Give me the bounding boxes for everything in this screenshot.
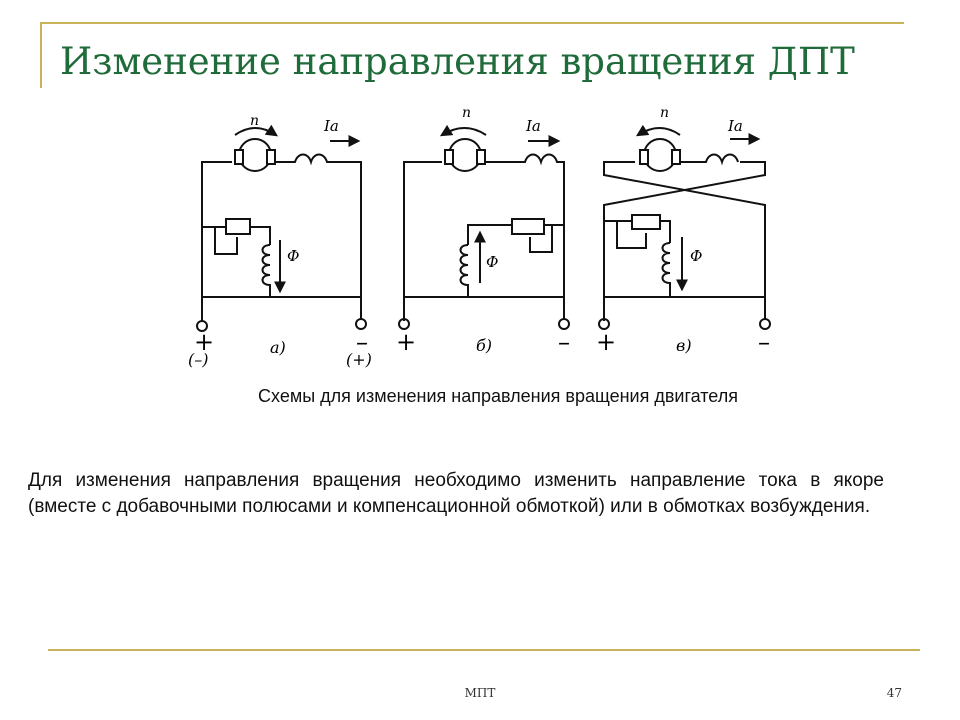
scheme-a-right-alt: (+): [346, 350, 372, 369]
scheme-b-flux-symbol: Ф: [486, 253, 498, 271]
scheme-a-speed-symbol: n: [250, 113, 259, 129]
scheme-c-flux-symbol: Ф: [690, 247, 702, 265]
scheme-c-label: в): [676, 336, 692, 355]
scheme-a-left-alt: (–): [188, 350, 208, 369]
scheme-b: [398, 124, 570, 330]
scheme-c-left-terminal: +: [596, 328, 616, 356]
scheme-b-label: б): [476, 336, 492, 355]
scheme-a-current-symbol: Iа: [323, 117, 339, 135]
scheme-a: [196, 124, 367, 332]
circuit-diagram: n Iа Ф а) + (–) – (+) n Iа Ф б) + – n Iа…: [188, 105, 771, 369]
scheme-a-left-terminal: +: [194, 328, 214, 356]
body-paragraph: Для изменения направления вращения необх…: [28, 470, 884, 517]
slide-title: Изменение направления вращения ДПТ: [60, 40, 855, 83]
scheme-c-current-symbol: Iа: [727, 117, 743, 135]
frame-top-line: [40, 22, 904, 24]
scheme-b-right-terminal: –: [558, 328, 570, 356]
frame-bottom-line: [48, 649, 920, 651]
scheme-a-label: а): [270, 338, 286, 357]
diagram-caption: Схемы для изменения направления вращения…: [258, 386, 738, 406]
scheme-a-right-terminal: –: [356, 328, 368, 356]
scheme-b-left-terminal: +: [396, 328, 416, 356]
scheme-b-speed-symbol: n: [462, 105, 471, 121]
scheme-c-right-terminal: –: [758, 328, 770, 356]
scheme-c-speed-symbol: n: [660, 105, 669, 121]
scheme-b-current-symbol: Iа: [525, 117, 541, 135]
scheme-a-flux-symbol: Ф: [287, 247, 299, 265]
scheme-c: [598, 124, 771, 330]
footer-label: МПТ: [464, 686, 496, 700]
frame-left-line: [40, 22, 42, 88]
page-number: 47: [886, 686, 902, 700]
